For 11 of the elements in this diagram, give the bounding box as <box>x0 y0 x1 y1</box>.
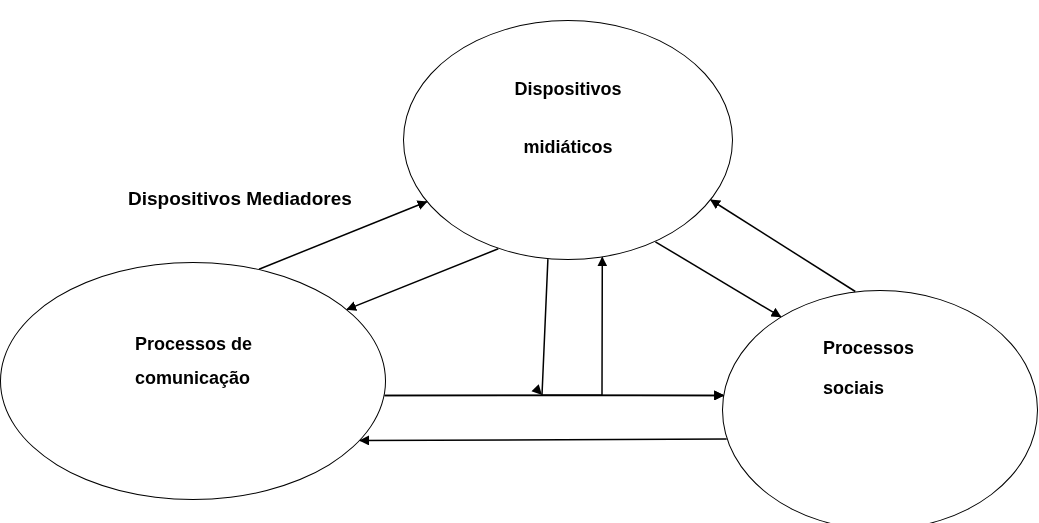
node-label: Dispositivos midiáticos <box>513 78 623 159</box>
arrow <box>346 248 500 311</box>
arrow <box>654 241 782 318</box>
arrow <box>710 199 857 293</box>
arrow <box>383 256 608 397</box>
arrow <box>359 435 728 446</box>
arrow <box>258 200 428 270</box>
arrow <box>531 258 724 400</box>
node-label: Processos sociais <box>823 337 916 400</box>
node-label: Processos de comunicação <box>135 332 254 390</box>
diagram-label: Dispositivos Mediadores <box>128 188 352 210</box>
